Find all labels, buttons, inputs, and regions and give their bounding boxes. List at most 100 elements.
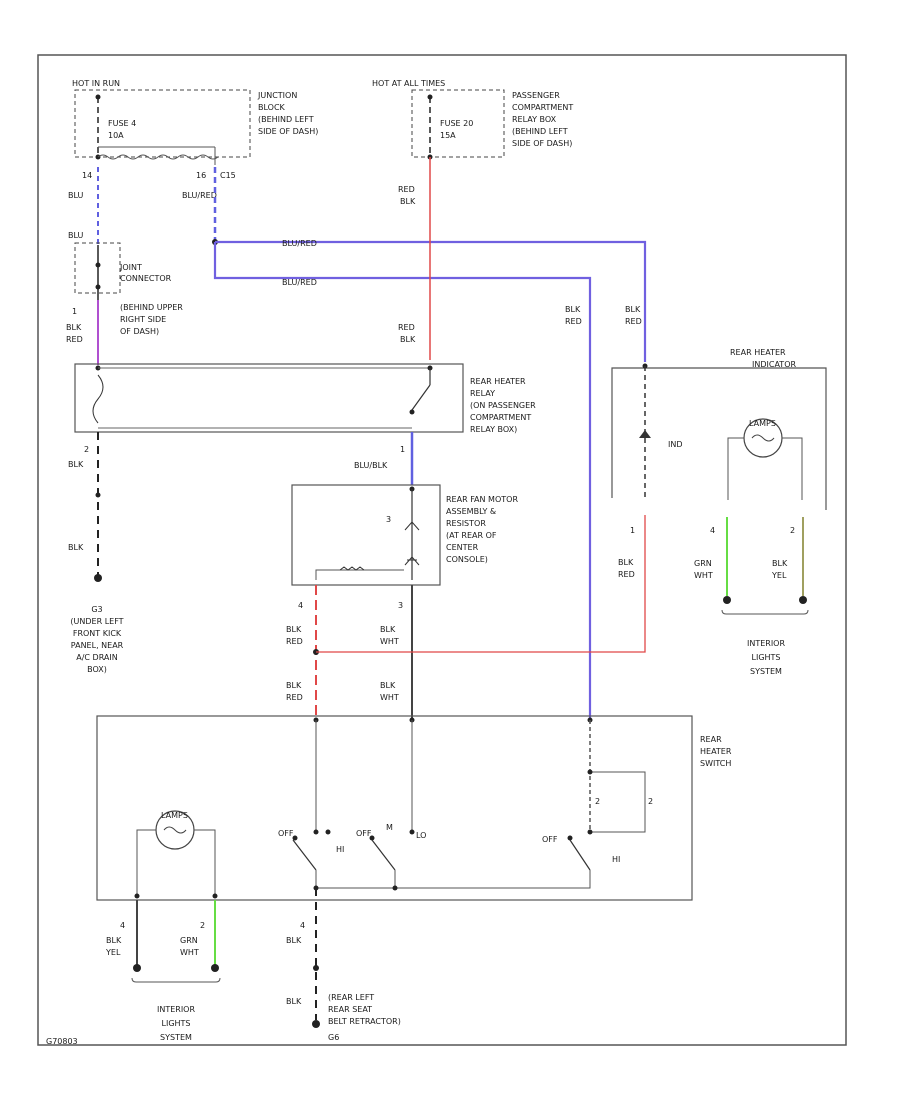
wire-label-blk-wht-2: WHT <box>380 637 399 646</box>
ground-left-line3: FRONT KICK <box>73 629 122 638</box>
wire-label-grn-right: GRN <box>694 559 712 568</box>
fuse-4-label: FUSE 4 <box>108 119 136 128</box>
junction-block-line3: (BEHIND LEFT <box>258 115 314 124</box>
wire-label-blu-red-jc-1: BLK <box>66 323 82 332</box>
wire-label-blk-wht-1: BLK <box>380 625 396 634</box>
indicator-label-line1: REAR HEATER <box>730 348 786 357</box>
wire-label-blu-red-lower: BLU/RED <box>282 278 317 287</box>
joint-connector-line2: CONNECTOR <box>120 274 172 283</box>
wire-label-wht-right: WHT <box>694 571 713 580</box>
ground-left-line5: A/C DRAIN <box>76 653 118 662</box>
ground-g6 <box>312 1020 320 1028</box>
switch-hi-label-1: HI <box>336 845 344 854</box>
joint-connector-line3: (BEHIND UPPER <box>120 303 183 312</box>
switch-ground-pin-4: 4 <box>300 921 305 930</box>
relay-box-line5: SIDE OF DASH) <box>512 139 572 148</box>
diagram-frame <box>37 54 847 1046</box>
ground-left-line6: BOX) <box>87 665 107 674</box>
lights-left-pin-2: 2 <box>200 921 205 930</box>
motor-pin-3-out: 3 <box>398 601 403 610</box>
wire-label-blk-red-motor-1: BLK <box>286 625 302 634</box>
wire-label-blu-top: BLU <box>68 191 84 200</box>
switch-off-label-1: OFF <box>278 829 294 838</box>
motor-label-line1: REAR FAN MOTOR <box>446 495 518 504</box>
wire-label-blk-red-switch-2: RED <box>286 693 303 702</box>
lights-left-pin-4: 4 <box>120 921 125 930</box>
ground-bottom-line2: REAR SEAT <box>328 1005 372 1014</box>
pin-2-relay: 2 <box>84 445 89 454</box>
wire-label-yel-left: YEL <box>105 948 121 957</box>
lights-right-line3: SYSTEM <box>750 667 782 676</box>
wire-blu-red-lower <box>213 242 592 718</box>
ground-bottom-line1: (REAR LEFT <box>328 993 374 1002</box>
pin-14: 14 <box>82 171 92 180</box>
relay-box-line4: (BEHIND LEFT <box>512 127 568 136</box>
lights-left-line1: INTERIOR <box>157 1005 196 1014</box>
wire-label-indicator-1: BLK <box>625 305 641 314</box>
fuse-20-label: FUSE 20 <box>440 119 473 128</box>
rear-heater-switch: REAR HEATER SWITCH OFF HI OFF M LO 2 2 O… <box>96 715 732 901</box>
wire-label-blk-switch-ground: BLK <box>286 936 302 945</box>
motor-label-line4: (AT REAR OF <box>446 531 497 540</box>
wire-label-blu-red-left: BLU/RED <box>182 191 217 200</box>
switch-label-line2: HEATER <box>700 747 732 756</box>
pin-1-left: 1 <box>72 307 77 316</box>
relay-label-line3: (ON PASSENGER <box>470 401 536 410</box>
connector-c15: C15 <box>220 171 236 180</box>
joint-connector-line1: JOINT <box>119 263 142 272</box>
wire-label-red-blk-bot-1: RED <box>398 323 415 332</box>
wire-label-red-blk-top-1: RED <box>398 185 415 194</box>
wire-label-blk-relay: BLK <box>68 460 84 469</box>
relay-box-line2: COMPARTMENT <box>512 103 573 112</box>
relay-box: HOT AT ALL TIMES FUSE 20 15A PASSENGER C… <box>372 79 573 160</box>
wire-label-blk-right: BLK <box>772 559 788 568</box>
lights-right-line1: INTERIOR <box>747 639 786 648</box>
wire-label-grn-left: GRN <box>180 936 198 945</box>
wire-label-indicator-out-2: RED <box>618 570 635 579</box>
indicator-label-line2: INDICATOR <box>752 360 796 369</box>
wire-label-wht-left: WHT <box>180 948 199 957</box>
switch-hi-label-2: HI <box>612 855 620 864</box>
wire-label-indicator-2: RED <box>625 317 642 326</box>
pin-16: 16 <box>196 171 206 180</box>
joint-connector: JOINT CONNECTOR (BEHIND UPPER RIGHT SIDE… <box>74 242 183 336</box>
wire-label-blu-mid: BLU <box>68 231 84 240</box>
switch-label-line1: REAR <box>700 735 722 744</box>
switch-lamp-label: LAMPS <box>161 811 188 820</box>
switch-label-line3: SWITCH <box>700 759 731 768</box>
switch-m-label: M <box>386 823 393 832</box>
switch-off-label-2: OFF <box>356 829 372 838</box>
wire-label-yel-right: YEL <box>771 571 787 580</box>
lights-left-line3: SYSTEM <box>160 1033 192 1042</box>
wire-label-blu-red-jc-2: RED <box>66 335 83 344</box>
joint-connector-line4: RIGHT SIDE <box>120 315 166 324</box>
ground-bottom-line3: BELT RETRACTOR) <box>328 1017 401 1026</box>
relay-label-line2: RELAY <box>470 389 495 398</box>
wire-label-blu-blk: BLU/BLK <box>354 461 388 470</box>
rear-fan-motor: 3 REAR FAN MOTOR ASSEMBLY & RESISTOR (AT… <box>291 484 518 586</box>
wire-label-red-blk-bot-2: BLK <box>400 335 416 344</box>
pin-1-motor: 1 <box>400 445 405 454</box>
motor-pin-4: 4 <box>298 601 303 610</box>
indicator-lamp-label: LAMPS <box>749 419 776 428</box>
relay-label-line5: RELAY BOX) <box>470 425 517 434</box>
switch-lo-label: LO <box>416 831 426 840</box>
wire-label-switch-top-1: BLK <box>565 305 581 314</box>
wire-label-red-blk-top-2: BLK <box>400 197 416 206</box>
switch-inner-pin-2: 2 <box>595 797 600 806</box>
wire-label-blk-wht-3: BLK <box>380 681 396 690</box>
hot-in-run-label: HOT IN RUN <box>72 79 120 88</box>
lights-right-line2: LIGHTS <box>752 653 781 662</box>
wire-label-blk-left: BLK <box>106 936 122 945</box>
junction-block-line1: JUNCTION <box>257 91 297 100</box>
relay-label-line1: REAR HEATER <box>470 377 526 386</box>
wire-label-blk-wht-4: WHT <box>380 693 399 702</box>
rear-heater-relay: REAR HEATER RELAY (ON PASSENGER COMPARTM… <box>74 363 536 434</box>
relay-box-line1: PASSENGER <box>512 91 560 100</box>
motor-label-line6: CONSOLE) <box>446 555 488 564</box>
ground-g3 <box>94 574 102 582</box>
wire-label-blu-red-upper: BLU/RED <box>282 239 317 248</box>
wire-label-blk-ground: BLK <box>68 543 84 552</box>
switch-off-label-3: OFF <box>542 835 558 844</box>
